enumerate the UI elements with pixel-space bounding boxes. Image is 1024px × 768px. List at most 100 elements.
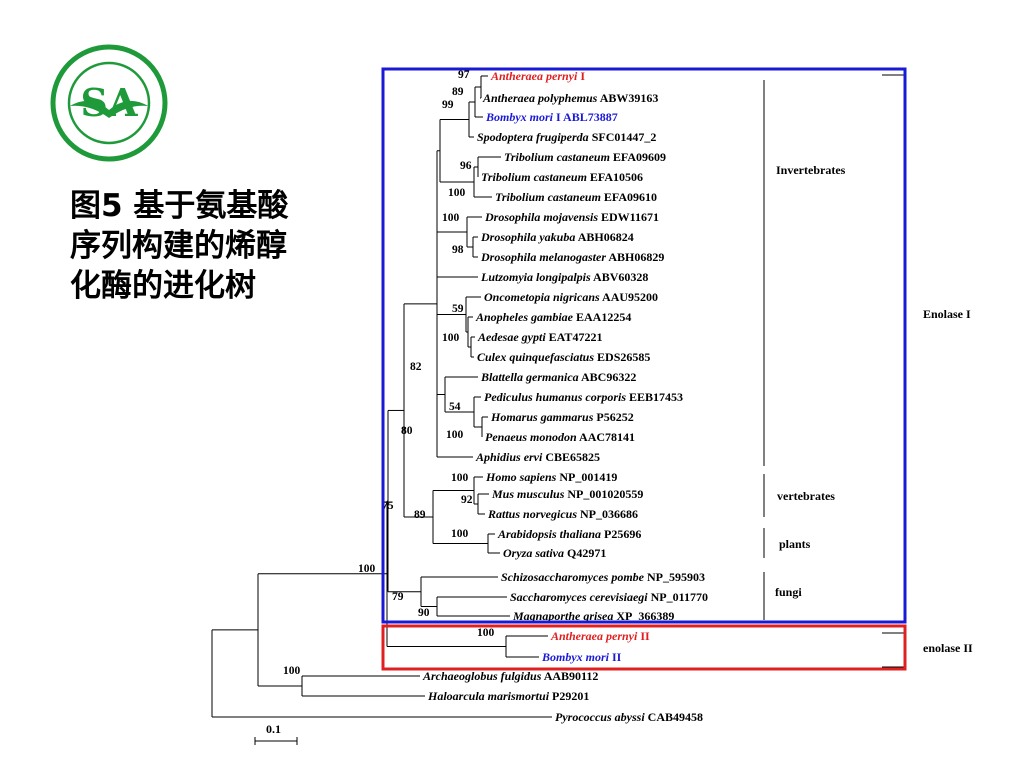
accession: CBE65825 xyxy=(542,450,600,464)
leaf-label: Culex quinquefasciatus EDS26585 xyxy=(477,350,650,364)
caption-line-1: 图5 基于氨基酸 xyxy=(70,188,289,224)
species-name: Drosophila mojavensis xyxy=(484,210,598,224)
enolase2-box xyxy=(381,624,907,671)
species-name: Tribolium castaneum xyxy=(481,170,587,184)
accession: EFA10506 xyxy=(587,170,643,184)
accession: EAA12254 xyxy=(573,310,631,324)
leaf-label: Bombyx mori I ABL73887 xyxy=(485,110,618,124)
bootstrap-value: 100 xyxy=(446,429,464,441)
accession: II xyxy=(637,629,650,643)
accession: ABH06829 xyxy=(606,250,664,264)
bootstrap-value: 100 xyxy=(442,332,460,344)
species-name: Drosophila melanogaster xyxy=(480,250,606,264)
species-name: Saccharomyces cerevisiaegi xyxy=(510,590,648,604)
university-logo: SA xyxy=(50,44,168,162)
accession: EDW11671 xyxy=(598,210,659,224)
species-name: Lutzomyia longipalpis xyxy=(480,270,591,284)
bootstrap-value: 99 xyxy=(442,99,454,111)
leaf-label: Tribolium castaneum EFA10506 xyxy=(481,170,643,184)
bootstrap-labels: 9789999610010098591008254100801009289100… xyxy=(283,69,495,677)
accession: EFA09609 xyxy=(610,150,666,164)
accession: Q42971 xyxy=(564,546,606,560)
species-name: Drosophila yakuba xyxy=(480,230,575,244)
accession: NP_595903 xyxy=(644,570,705,584)
bootstrap-value: 59 xyxy=(452,303,464,315)
accession: ABC96322 xyxy=(579,370,637,384)
group-label-vertebrates: vertebrates xyxy=(777,489,835,503)
leaf-label: Drosophila melanogaster ABH06829 xyxy=(480,250,664,264)
bootstrap-value: 100 xyxy=(477,627,495,639)
accession: AAC78141 xyxy=(577,430,635,444)
leaf-label: Haloarcula marismortui P29201 xyxy=(427,689,589,703)
accession: NP_001020559 xyxy=(564,487,643,501)
group-label-enolase1: Enolase I xyxy=(923,307,971,321)
species-name: Spodoptera frugiperda xyxy=(477,130,589,144)
bootstrap-value: 89 xyxy=(452,86,464,98)
bootstrap-value: 100 xyxy=(451,472,469,484)
species-name: Homarus gammarus xyxy=(490,410,594,424)
leaf-label: Aphidius ervi CBE65825 xyxy=(475,450,600,464)
group-label-plants: plants xyxy=(779,537,811,551)
scale-label: 0.1 xyxy=(266,722,281,736)
accession: EFA09610 xyxy=(601,190,657,204)
logo-seal-icon: SA xyxy=(50,44,168,162)
accession: ABH06824 xyxy=(575,230,633,244)
species-name: Aphidius ervi xyxy=(475,450,543,464)
leaf-label: Arabidopsis thaliana P25696 xyxy=(497,527,641,541)
tree-branches xyxy=(211,75,552,718)
leaf-label: Spodoptera frugiperda SFC01447_2 xyxy=(477,130,656,144)
leaf-label: Tribolium castaneum EFA09609 xyxy=(504,150,666,164)
leaf-label: Oryza sativa Q42971 xyxy=(503,546,606,560)
accession: P29201 xyxy=(549,689,589,703)
species-name: Arabidopsis thaliana xyxy=(497,527,601,541)
bootstrap-value: 79 xyxy=(392,591,404,603)
bootstrap-value: 96 xyxy=(460,160,472,172)
leaf-label: Homarus gammarus P56252 xyxy=(490,410,634,424)
logo-letters: SA xyxy=(81,80,138,125)
bootstrap-value: 100 xyxy=(358,563,376,575)
species-name: Antheraea polyphemus xyxy=(482,91,598,105)
accession: ABW39163 xyxy=(597,91,658,105)
leaf-label: Mus musculus NP_001020559 xyxy=(491,487,643,501)
leaf-label: Rattus norvegicus NP_036686 xyxy=(487,507,638,521)
species-name: Antheraea pernyi xyxy=(490,69,578,83)
species-name: Schizosaccharomyces pombe xyxy=(501,570,645,584)
group-brackets: InvertebratesvertebratesplantsfungiEnola… xyxy=(254,67,973,745)
leaf-label: Homo sapiens NP_001419 xyxy=(485,470,617,484)
leaf-label: Bombyx mori II xyxy=(541,650,622,664)
bootstrap-value: 100 xyxy=(451,528,469,540)
accession: NP_011770 xyxy=(648,590,708,604)
leaf-label: Antheraea pernyi I xyxy=(490,69,585,83)
accession: AAU95200 xyxy=(600,290,658,304)
bootstrap-value: 97 xyxy=(458,69,470,81)
species-name: Oryza sativa xyxy=(503,546,564,560)
accession: XP_366389 xyxy=(613,609,674,623)
leaf-label: Lutzomyia longipalpis ABV60328 xyxy=(480,270,648,284)
species-name: Oncometopia nigricans xyxy=(484,290,600,304)
bootstrap-value: 90 xyxy=(418,607,430,619)
accession: EDS26585 xyxy=(594,350,650,364)
species-name: Antheraea pernyi xyxy=(550,629,638,643)
species-name: Mus musculus xyxy=(491,487,565,501)
group-label-fungi: fungi xyxy=(775,585,802,599)
bootstrap-value: 75 xyxy=(382,500,394,512)
bootstrap-value: 89 xyxy=(414,509,426,521)
leaf-label: Saccharomyces cerevisiaegi NP_011770 xyxy=(510,590,708,604)
leaf-label: Schizosaccharomyces pombe NP_595903 xyxy=(501,570,705,584)
leaf-label: Anopheles gambiae EAA12254 xyxy=(475,310,631,324)
species-name: Haloarcula marismortui xyxy=(427,689,550,703)
accession: II xyxy=(609,650,622,664)
bootstrap-value: 92 xyxy=(461,494,473,506)
figure-caption: 图5 基于氨基酸 序列构建的烯醇 化酶的进化树 xyxy=(70,186,330,306)
leaf-label: Aedesae gypti EAT47221 xyxy=(477,330,602,344)
enolase1-box xyxy=(381,67,907,624)
leaf-label: Magnaporthe grisea XP_366389 xyxy=(512,609,674,623)
species-name: Penaeus monodon xyxy=(485,430,577,444)
accession: NP_001419 xyxy=(556,470,617,484)
leaf-label: Pyrococcus abyssi CAB49458 xyxy=(555,710,703,724)
leaf-label: Pediculus humanus corporis EEB17453 xyxy=(484,390,683,404)
species-name: Archaeoglobus fulgidus xyxy=(422,669,542,683)
accession: NP_036686 xyxy=(577,507,638,521)
leaf-label: Antheraea pernyi II xyxy=(550,629,650,643)
